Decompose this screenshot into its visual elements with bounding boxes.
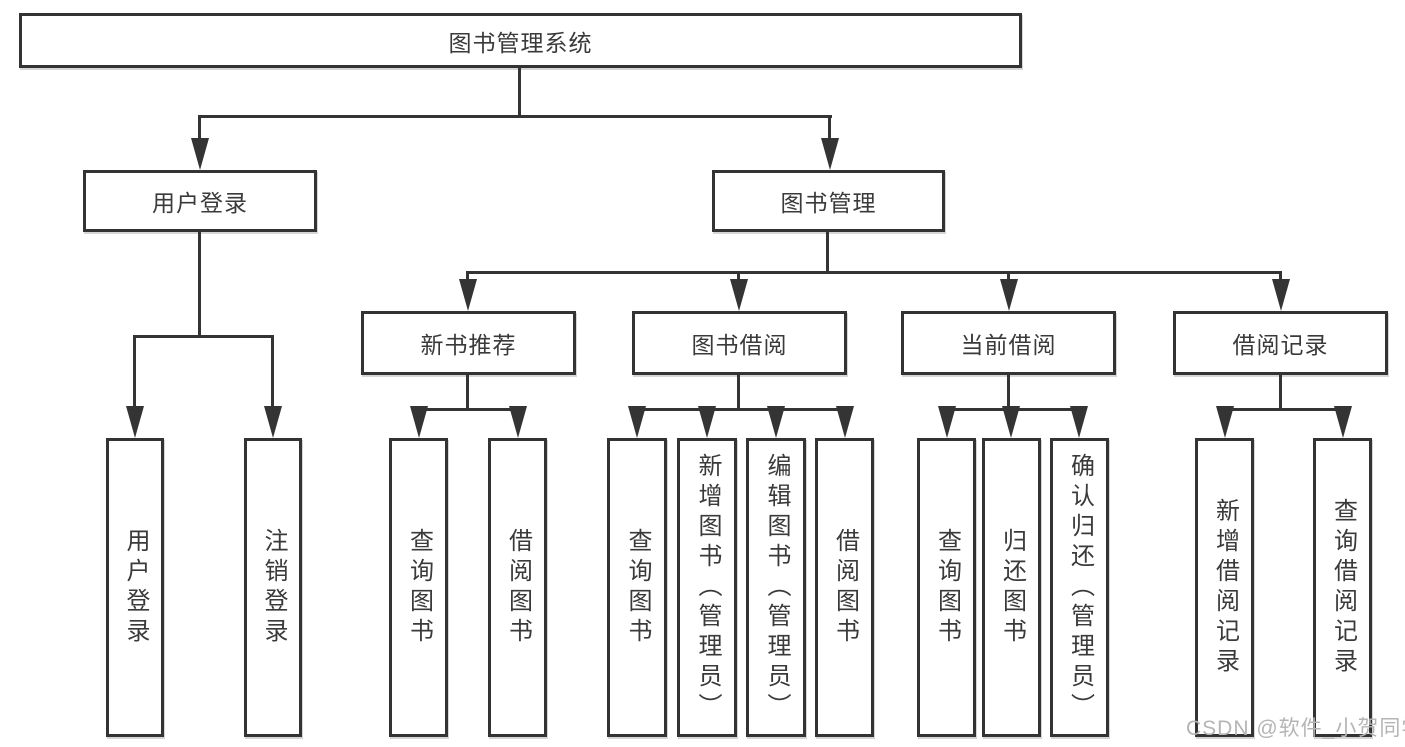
node-label: 借阅记录 <box>1232 332 1329 358</box>
node-user-login-group: 用户登录 <box>83 170 317 232</box>
arrow-down-icon <box>410 406 428 438</box>
leaf-label: 查询借阅记录 <box>1329 497 1357 678</box>
connector-line <box>518 68 521 116</box>
connector-line <box>198 115 832 118</box>
arrow-down-icon <box>1216 406 1234 438</box>
node-book-management: 图书管理 <box>712 170 945 232</box>
arrow-down-icon <box>1334 406 1352 438</box>
leaf-label: 注销登录 <box>260 527 287 648</box>
leaf-cb-return-book: 归还图书 <box>982 438 1041 737</box>
arrow-down-icon <box>1002 406 1020 438</box>
arrow-down-icon <box>1000 279 1018 311</box>
leaf-label: 借阅图书 <box>504 527 532 648</box>
watermark-text: CSDN @软件_小贺同学 <box>1186 717 1405 740</box>
node-label: 图书借阅 <box>691 332 788 358</box>
connector-line <box>826 232 829 271</box>
leaf-label: 新增借阅记录 <box>1211 497 1239 678</box>
arrow-down-icon <box>459 279 477 311</box>
leaf-label: 查询图书 <box>405 527 433 648</box>
connector-line <box>1007 271 1010 282</box>
arrow-down-icon <box>698 406 716 438</box>
arrow-down-icon <box>767 406 785 438</box>
node-label: 当前借阅 <box>960 332 1057 358</box>
node-label: 图书管理系统 <box>448 29 593 56</box>
connector-line <box>198 115 201 143</box>
arrow-down-icon <box>191 138 209 170</box>
leaf-bb-edit-book-admin: 编辑图书（管理员） <box>746 438 806 737</box>
node-label: 图书管理 <box>780 190 877 216</box>
leaf-label: 新增图书（管理员） <box>694 452 721 723</box>
connector-line <box>466 375 469 408</box>
leaf-label: 借阅图书 <box>831 527 859 648</box>
leaf-user-login: 用户登录 <box>106 438 164 737</box>
leaf-bb-add-book-admin: 新增图书（管理员） <box>677 438 737 737</box>
connector-line <box>466 271 469 282</box>
arrow-down-icon <box>1070 406 1088 438</box>
connector-line <box>1279 375 1282 408</box>
arrow-down-icon <box>938 406 956 438</box>
arrow-down-icon <box>264 406 282 438</box>
arrow-down-icon <box>1272 279 1290 311</box>
node-new-book-recommend: 新书推荐 <box>361 311 576 375</box>
connector-line <box>1007 375 1010 408</box>
arrow-down-icon <box>126 406 144 438</box>
arrow-down-icon <box>821 138 839 170</box>
leaf-logout: 注销登录 <box>244 438 302 737</box>
node-book-borrowing: 图书借阅 <box>632 311 847 375</box>
leaf-label: 用户登录 <box>122 527 149 648</box>
node-borrowing-records: 借阅记录 <box>1173 311 1388 375</box>
connector-line <box>635 408 846 411</box>
leaf-label: 确认归还（管理员） <box>1066 452 1094 723</box>
leaf-bb-query-book: 查询图书 <box>607 438 667 737</box>
connector-line <box>198 232 201 335</box>
connector-line <box>828 115 831 143</box>
connector-line <box>737 375 740 408</box>
leaf-cb-query-book: 查询图书 <box>917 438 976 737</box>
leaf-label: 归还图书 <box>998 527 1026 648</box>
leaf-label: 查询图书 <box>933 527 961 648</box>
connector-line <box>271 335 274 408</box>
connector-line <box>133 335 274 338</box>
leaf-rec-query-book: 查询图书 <box>389 438 448 737</box>
node-label: 新书推荐 <box>420 332 517 358</box>
node-current-borrowing: 当前借阅 <box>901 311 1116 375</box>
connector-line <box>1222 408 1344 411</box>
leaf-cb-confirm-return-admin: 确认归还（管理员） <box>1050 438 1109 737</box>
leaf-br-add-record: 新增借阅记录 <box>1195 438 1254 737</box>
leaf-br-query-record: 查询借阅记录 <box>1313 438 1372 737</box>
arrow-down-icon <box>509 406 527 438</box>
connector-line <box>1279 271 1282 282</box>
connector-line <box>416 408 519 411</box>
arrow-down-icon <box>628 406 646 438</box>
leaf-bb-borrow-book: 借阅图书 <box>815 438 874 737</box>
connector-line <box>133 335 136 408</box>
arrow-down-icon <box>836 406 854 438</box>
connector-line <box>737 271 740 282</box>
arrow-down-icon <box>730 279 748 311</box>
node-library-management-system: 图书管理系统 <box>19 13 1022 68</box>
connector-line <box>466 271 1282 274</box>
leaf-label: 编辑图书（管理员） <box>763 452 790 723</box>
leaf-rec-borrow-book: 借阅图书 <box>488 438 547 737</box>
leaf-label: 查询图书 <box>624 527 651 648</box>
node-label: 用户登录 <box>152 190 248 216</box>
